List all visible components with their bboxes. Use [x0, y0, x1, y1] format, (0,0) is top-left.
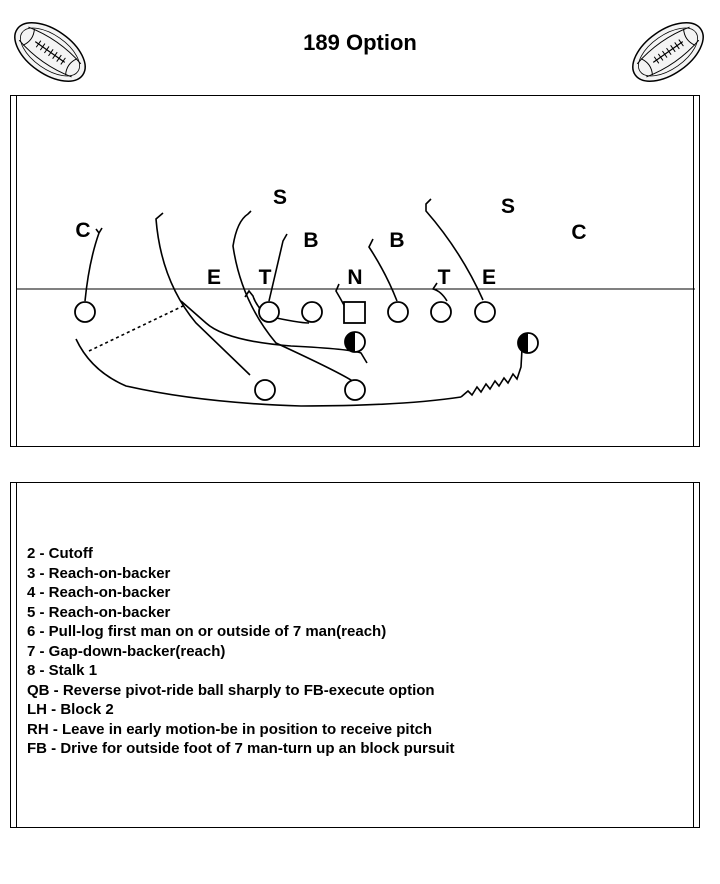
route-path	[155, 212, 251, 376]
pitch-dashed-line	[88, 305, 184, 352]
defender-end-right: E	[482, 266, 496, 289]
offense-guard-right	[387, 301, 409, 323]
assignment-item: 4 - Reach-on-backer	[27, 584, 171, 601]
offense-split-end	[74, 301, 96, 323]
assignment-item: 7 - Gap-down-backer(reach)	[27, 642, 226, 660]
defender-safety-left: S	[273, 186, 287, 209]
assignment-item: RH - Leave in early motion-be in positio…	[27, 720, 433, 738]
assignment-list: 2 - Cutoff 3 - Reach-on-backer 4 - Reach…	[27, 544, 455, 759]
football-icon	[632, 22, 704, 82]
offense-right-halfback	[517, 332, 539, 354]
football-icon	[14, 22, 86, 82]
assignments-panel: 2 - Cutoff 3 - Reach-on-backer 4 - Reach…	[10, 482, 700, 828]
offense-center	[343, 301, 366, 324]
defender-backer-left: B	[303, 229, 318, 252]
defender-corner-left: C	[75, 219, 90, 242]
motion-path	[460, 348, 523, 398]
offense-tight-end	[474, 301, 496, 323]
route-path	[368, 238, 398, 302]
offense-tackle-left	[258, 301, 280, 323]
defender-safety-right: S	[501, 195, 515, 218]
offense-tackle-right	[430, 301, 452, 323]
route-path	[75, 338, 462, 407]
offense-guard-left	[301, 301, 323, 323]
defender-corner-right: C	[571, 221, 586, 244]
assignment-item: 2 - Cutoff	[27, 545, 93, 562]
route-path	[425, 198, 484, 301]
play-diagram-panel: S S C C B B E T N T E	[10, 95, 700, 447]
defender-tackle-left: T	[259, 266, 272, 289]
page-title: 189 Option	[303, 30, 417, 55]
route-path	[431, 282, 448, 302]
route-path	[84, 227, 103, 302]
assignment-item: QB - Reverse pivot-ride ball sharply to …	[27, 681, 435, 699]
offense-left-halfback	[254, 379, 276, 401]
assignment-item: 5 - Reach-on-backer	[27, 603, 171, 621]
route-path	[268, 233, 288, 302]
assignment-item: 8 - Stalk 1	[27, 662, 98, 679]
offense-quarterback	[344, 331, 366, 353]
assignment-item: 6 - Pull-log first man on or outside of …	[27, 623, 387, 640]
defender-backer-right: B	[389, 229, 404, 252]
offense-fullback	[344, 379, 366, 401]
route-path	[232, 210, 355, 383]
assignment-item: 3 - Reach-on-backer	[27, 564, 171, 582]
play-diagram: S S C C B B E T N T E	[17, 186, 695, 407]
defender-nose: N	[347, 266, 362, 289]
assignment-item: LH - Block 2	[27, 701, 114, 718]
defender-tackle-right: T	[438, 266, 451, 289]
defender-end-left: E	[207, 266, 221, 289]
assignment-item: FB - Drive for outside foot of 7 man-tur…	[27, 740, 455, 757]
